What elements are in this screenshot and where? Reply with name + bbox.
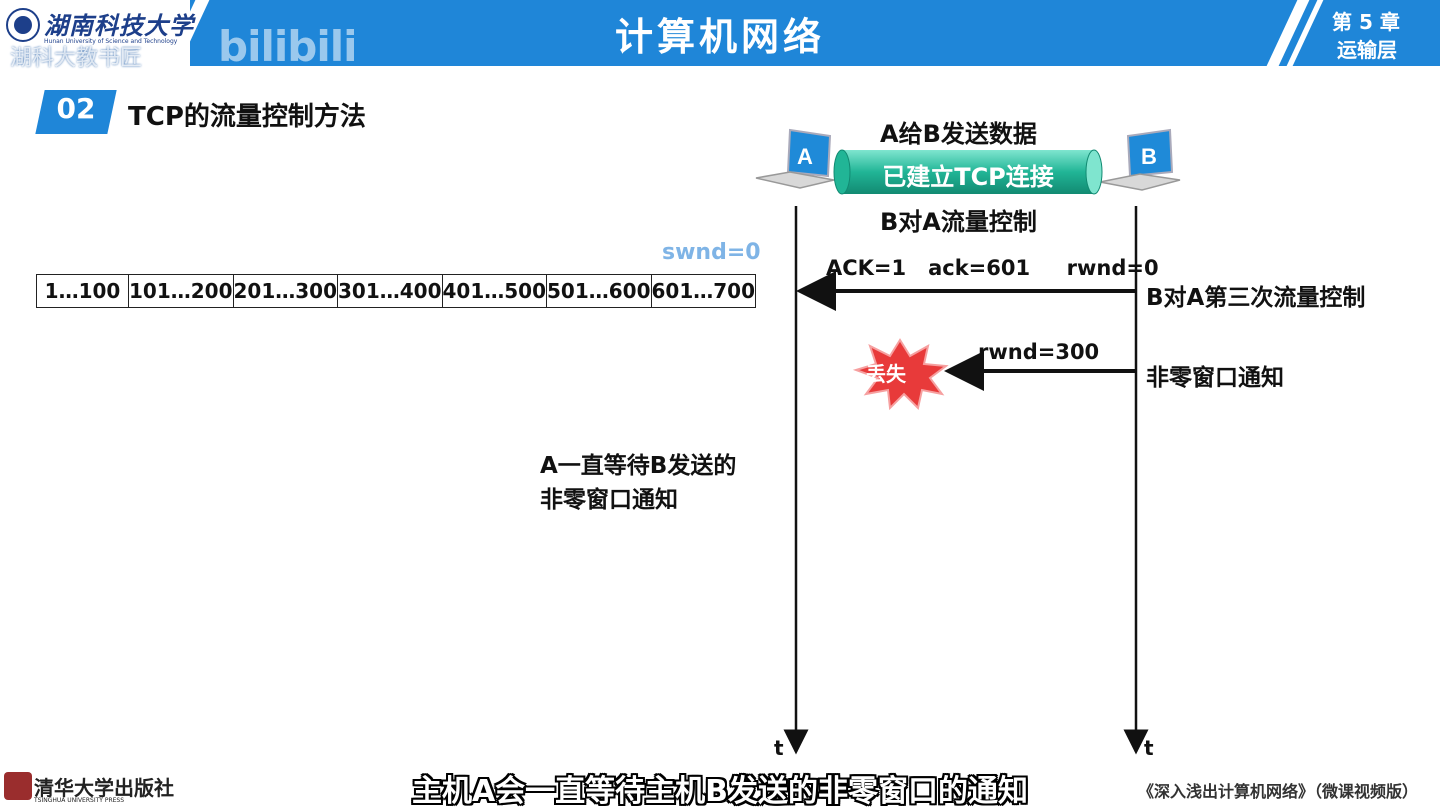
- wait-note-line2: 非零窗口通知: [540, 487, 678, 513]
- host-a-label: A: [797, 144, 813, 169]
- section-title: TCP的流量控制方法: [128, 102, 366, 132]
- lost-label: 丢失: [866, 362, 906, 386]
- university-seal-icon: [6, 8, 40, 42]
- window-cell: 101…200: [129, 275, 234, 307]
- bilibili-logo-watermark: bilibili: [218, 22, 358, 71]
- window-cell: 201…300: [234, 275, 338, 307]
- video-subtitle: 主机A会一直等待主机B发送的非零窗口的通知: [411, 774, 1029, 809]
- window-cell: 501…600: [547, 275, 652, 307]
- time-axis-b-label: t: [1144, 736, 1154, 760]
- uploader-watermark: 湖科大教书匠: [10, 46, 143, 71]
- publisher-name: 清华大学出版社: [34, 776, 174, 800]
- swnd-label: swnd=0: [662, 240, 761, 265]
- lost-burst-icon: [852, 338, 949, 411]
- window-cell: 401…500: [443, 275, 547, 307]
- send-window-bar: 1…100 101…200 201…300 301…400 401…500 50…: [36, 274, 756, 308]
- rwnd300-label: rwnd=300: [978, 340, 1100, 364]
- chapter-number: 第 5 章: [1332, 10, 1400, 34]
- time-axis-a-label: t: [774, 736, 784, 760]
- course-title: 计算机网络: [614, 15, 825, 59]
- window-cell: 1…100: [37, 275, 129, 307]
- flow-control-label: B对A流量控制: [880, 208, 1037, 236]
- laptop-a-icon: [755, 128, 835, 189]
- send-data-label: A给B发送数据: [880, 120, 1037, 148]
- university-english-name: Hunan University of Science and Technolo…: [44, 38, 178, 45]
- window-cell: 301…400: [338, 275, 443, 307]
- section-number: 02: [56, 92, 96, 125]
- wait-note-line1: A一直等待B发送的: [540, 453, 737, 479]
- publisher-logo-icon: [4, 772, 32, 800]
- laptop-b-icon: [1099, 128, 1181, 191]
- tcp-connection-pipe: [833, 149, 1103, 195]
- book-title: 《深入浅出计算机网络》（微课视频版）: [1138, 782, 1419, 801]
- third-flow-control-label: B对A第三次流量控制: [1146, 285, 1366, 311]
- publisher-english-name: TSINGHUA UNIVERSITY PRESS: [34, 797, 125, 804]
- nonzero-window-label: 非零窗口通知: [1146, 365, 1284, 391]
- university-name: 湖南科技大学: [44, 11, 194, 40]
- ack-rwnd0-label: ACK=1 ack=601 rwnd=0: [826, 256, 1159, 280]
- chapter-name: 运输层: [1337, 38, 1397, 62]
- window-cell: 601…700: [651, 279, 756, 303]
- connection-label: 已建立TCP连接: [882, 163, 1054, 191]
- host-b-label: B: [1141, 144, 1157, 169]
- header-bar: [0, 0, 1440, 66]
